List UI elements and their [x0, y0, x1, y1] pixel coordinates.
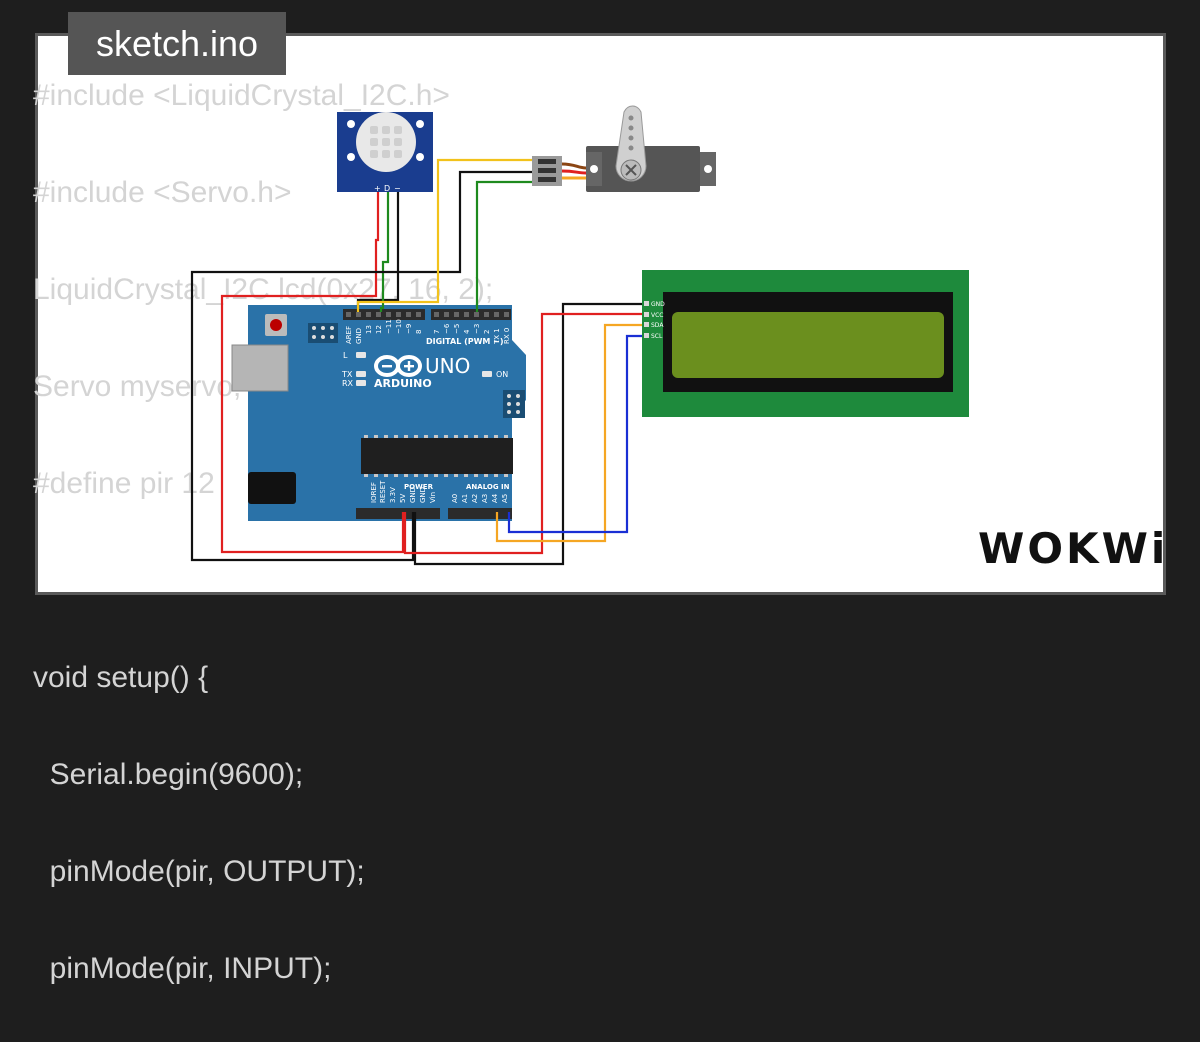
digital-header-label: DIGITAL (PWM ~) [426, 337, 504, 346]
power-pin-label: GND [419, 487, 427, 503]
arduino-label: ARDUINO [374, 377, 432, 390]
digital-pin-label: ~10 [395, 319, 403, 334]
power-header-label: POWER [404, 483, 434, 491]
analog-pin-label: A3 [481, 494, 489, 503]
digital-pin-label: 4 [463, 329, 471, 334]
power-jack [248, 472, 296, 504]
file-tab[interactable]: sketch.ino [68, 12, 286, 75]
digital-pin-label: ~9 [405, 324, 413, 334]
digital-pin-label: ~3 [473, 324, 481, 334]
lcd-pin-scl: SCL [651, 333, 663, 340]
mount-hole [416, 153, 424, 161]
led-tx-label: TX [341, 370, 353, 379]
analog-pin-label: A5 [501, 494, 509, 503]
led-l [356, 352, 366, 358]
pir-pin-d: D [384, 184, 390, 193]
digital-pin-label: ~11 [385, 319, 393, 334]
wires [190, 158, 648, 566]
wire-orange-lcd-sda[interactable] [495, 323, 648, 543]
power-pin-label: 5V [399, 494, 407, 503]
servo-motor[interactable] [532, 105, 716, 192]
power-header [356, 508, 440, 519]
reset-button-cap [270, 319, 282, 331]
digital-pin-label: TX 1 [493, 328, 501, 345]
lcd-pin-gnd: GND [651, 301, 665, 308]
code-line: #include <LiquidCrystal_I2C.h> [33, 79, 450, 112]
wire-green-pir-data[interactable] [379, 190, 390, 312]
wire-black-lcd-gnd[interactable] [413, 302, 648, 566]
mount-hole [416, 120, 424, 128]
led-rx-label: RX [342, 379, 354, 388]
analog-header [448, 508, 512, 519]
analog-pin-label: A2 [471, 494, 479, 503]
usb-connector [231, 344, 289, 392]
led-on [482, 371, 492, 377]
led-tx [356, 371, 366, 377]
analog-pin-label: A0 [451, 494, 459, 503]
power-pin-label: Vin [429, 492, 437, 503]
code-line: Serial.begin(9600); [33, 758, 304, 791]
code-line: pinMode(pir, INPUT); [33, 952, 332, 985]
atmega-chip [361, 435, 513, 477]
code-line: pinMode(pir, OUTPUT); [33, 855, 365, 888]
servo-horn[interactable] [615, 105, 647, 182]
wire-red-lcd-vcc[interactable] [403, 312, 648, 555]
digital-pin-label: AREF [345, 326, 353, 344]
code-line: LiquidCrystal_I2C lcd(0x27, 16, 2); [33, 273, 494, 306]
led-l-label: L [343, 351, 348, 360]
digital-header-right [431, 309, 511, 320]
power-pin-label: RESET [379, 480, 387, 503]
mount-hole [347, 120, 355, 128]
pir-motion-sensor[interactable]: + D − [337, 112, 433, 193]
mount-hole [347, 153, 355, 161]
analog-pin-label: A1 [461, 494, 469, 503]
lcd-pin-vcc: VCC [651, 312, 663, 319]
pir-pin-minus: − [394, 184, 401, 193]
wire-black-servo-gnd[interactable] [190, 170, 532, 562]
digital-pin-label: GND [355, 328, 363, 344]
icsp-header [308, 323, 338, 343]
wokwi-logo: WOKWi [978, 524, 1169, 573]
digital-pin-label: 7 [433, 330, 441, 334]
lcd-pin-sda: SDA [651, 322, 664, 329]
arduino-infinity-logo [374, 355, 422, 377]
wire-red-pir-vcc[interactable] [220, 190, 405, 554]
code-line: void setup() { [33, 661, 209, 694]
wire-green-servo-signal[interactable] [475, 180, 532, 312]
lcd-screen [672, 312, 944, 378]
power-pin-label: 3.3V [389, 487, 397, 503]
code-line: #define pir 12 [33, 467, 215, 500]
pir-pin-plus: + [374, 184, 381, 193]
digital-pin-label: 2 [483, 330, 491, 334]
led-on-label: ON [496, 370, 508, 379]
digital-pin-label: 8 [415, 330, 423, 334]
lcd-display[interactable]: GND VCC SDA SCL [642, 270, 969, 417]
digital-pin-label: RX 0 [503, 328, 511, 344]
digital-pin-label: 13 [365, 325, 373, 334]
icsp-header-2 [503, 390, 525, 418]
digital-pin-label: ~5 [453, 324, 461, 334]
circuit-diagram: AREF GND 13 12 ~11 ~10 ~9 8 7 ~6 ~5 4 ~3… [190, 105, 969, 566]
digital-pin-label: 12 [375, 325, 383, 334]
arduino-uno-board[interactable]: AREF GND 13 12 ~11 ~10 ~9 8 7 ~6 ~5 4 ~3… [231, 305, 526, 521]
code-line: #include <Servo.h> [33, 176, 292, 209]
uno-label: UNO [425, 354, 470, 378]
digital-pin-label: ~6 [443, 323, 451, 334]
wire-yellow-servo-power[interactable] [356, 158, 532, 312]
analog-pin-label: A4 [491, 493, 499, 503]
led-rx [356, 380, 366, 386]
power-pin-label: IOREF [370, 482, 378, 503]
wire-blue-lcd-scl[interactable] [507, 334, 648, 534]
power-pin-label: GND [409, 487, 417, 503]
analog-header-label: ANALOG IN [466, 483, 510, 491]
digital-header-left [343, 309, 425, 320]
